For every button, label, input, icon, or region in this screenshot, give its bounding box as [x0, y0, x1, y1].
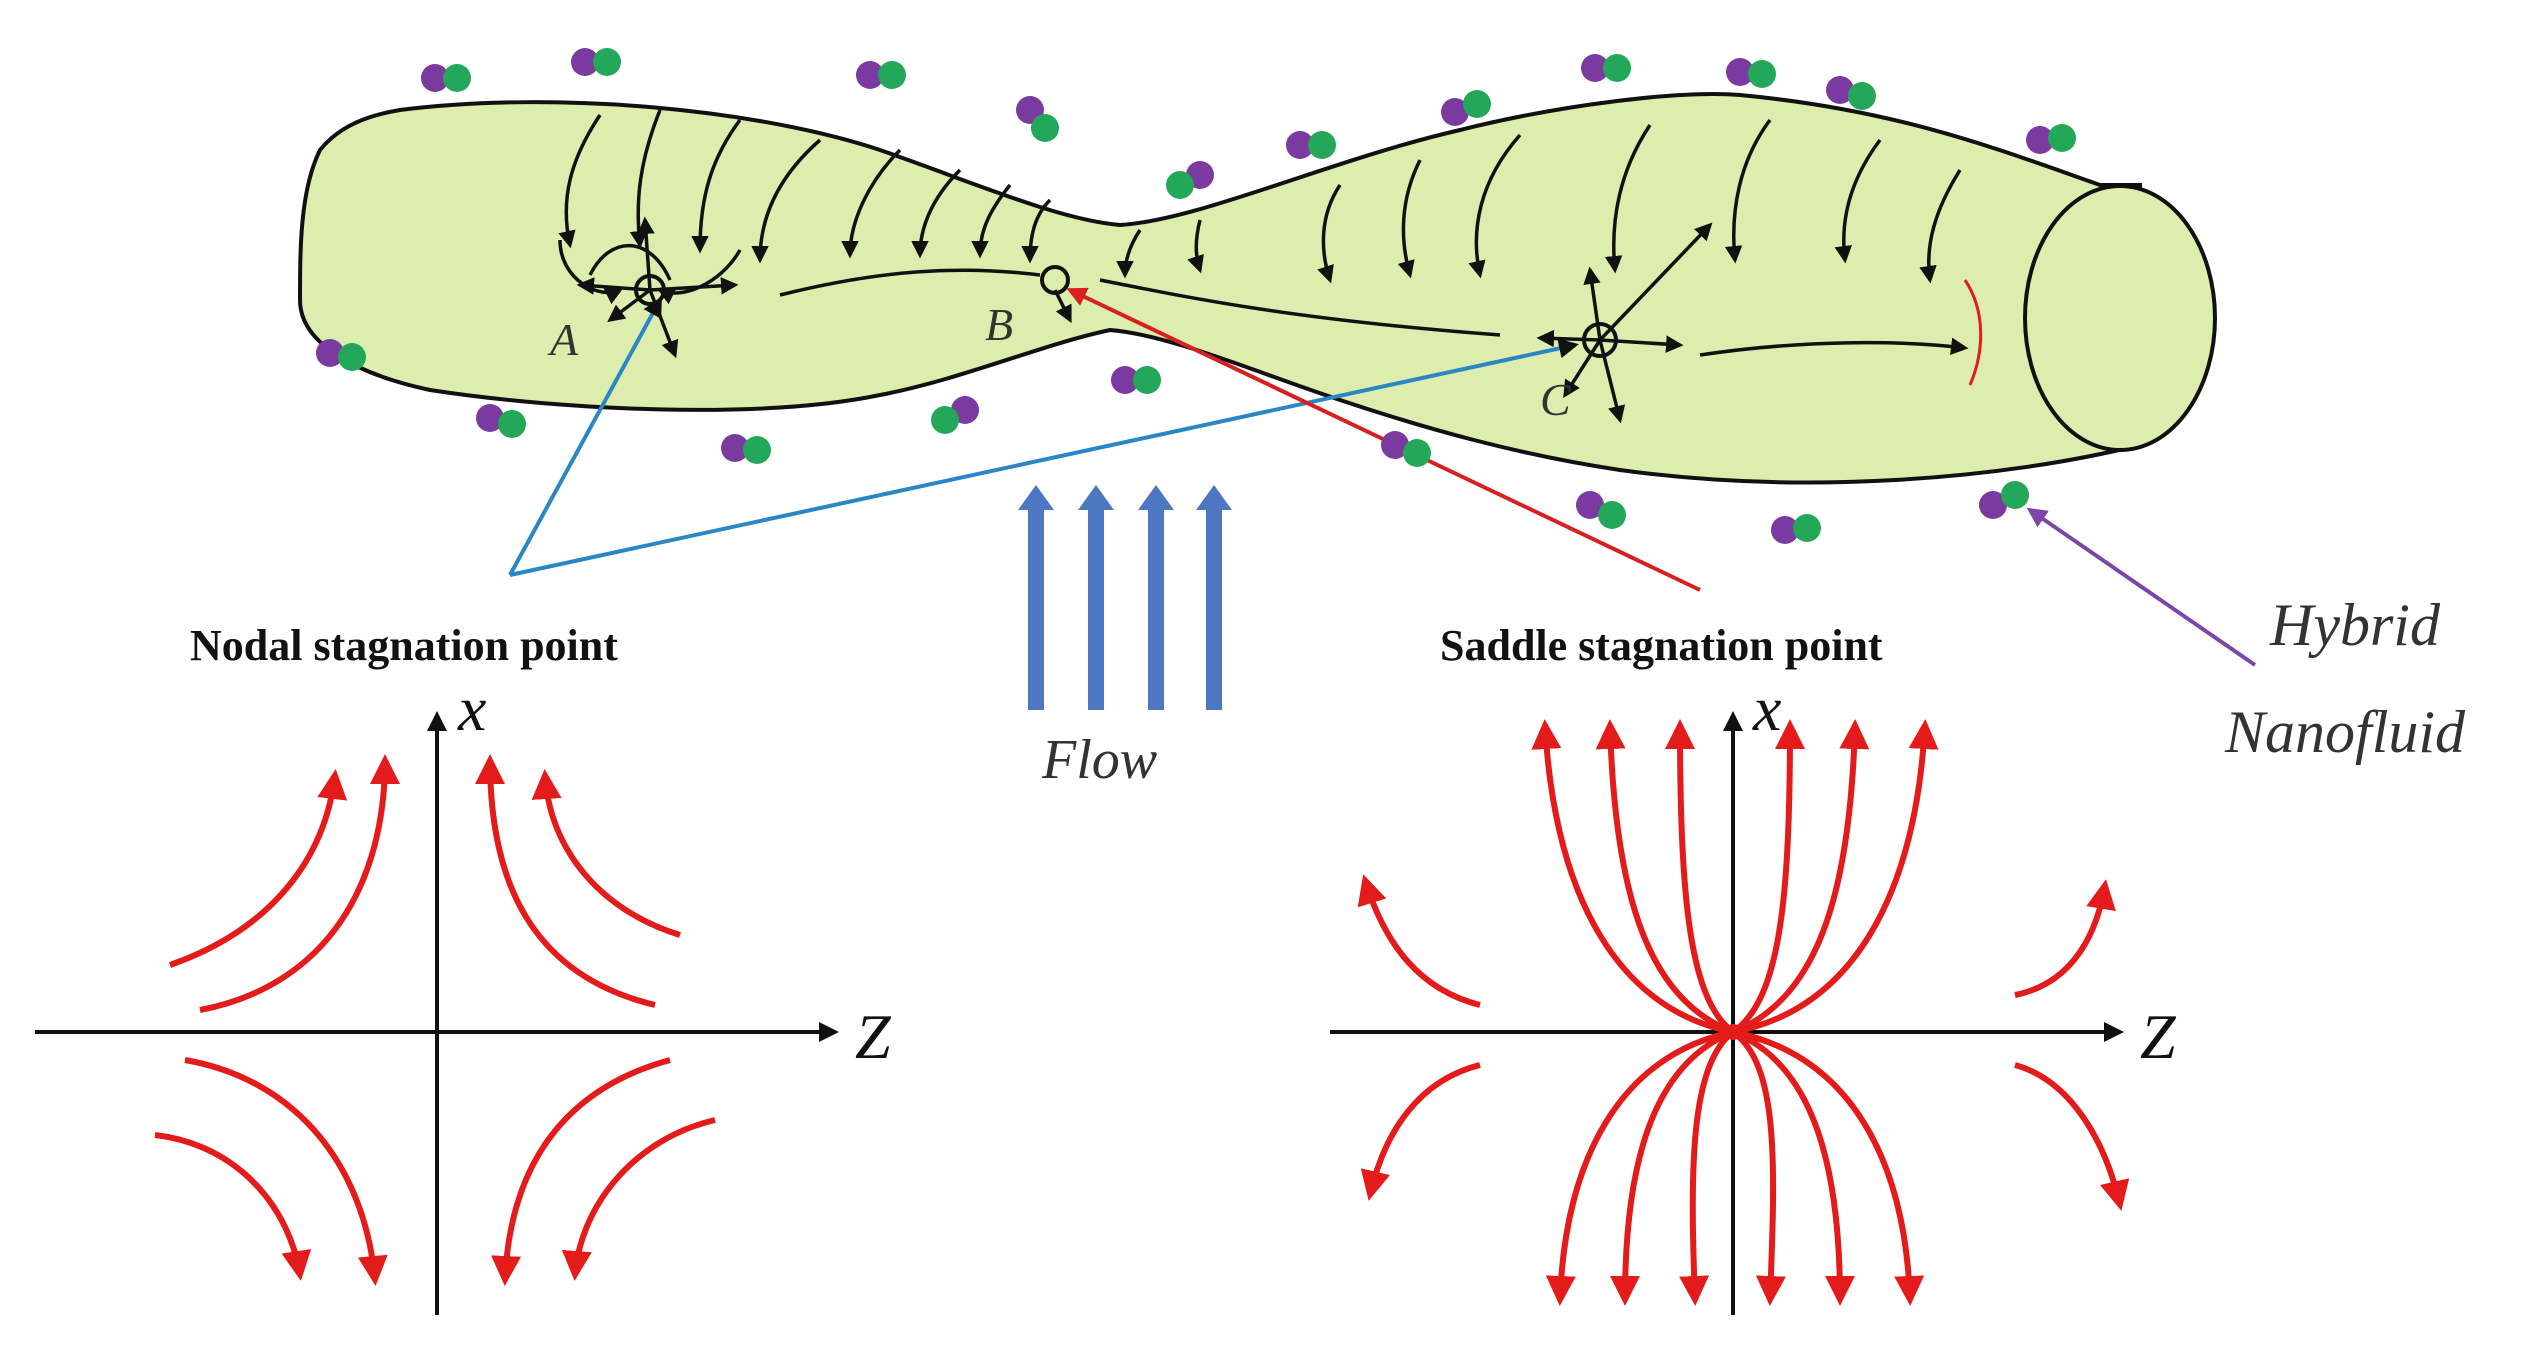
end-face-red-arc	[1963, 279, 1983, 386]
nanoparticle-pair-icon	[1979, 481, 2029, 519]
flow-arrow	[1078, 485, 1114, 710]
streamline	[1397, 159, 1422, 279]
nanoparticle-pair-icon	[2026, 124, 2076, 154]
streamline	[911, 168, 962, 259]
nanoparticle-pair-icon	[1726, 58, 1776, 88]
streamline	[1724, 118, 1772, 264]
nanoparticle-pair-icon	[1016, 96, 1059, 142]
saddle-streamline	[2014, 1062, 2130, 1211]
point-b-marker	[1040, 265, 1072, 324]
nodal-title: Nodal stagnation point	[190, 621, 618, 670]
nodal-streamline	[184, 1057, 388, 1286]
nanoparticle-pair-icon	[421, 64, 471, 92]
streamline	[1834, 138, 1882, 264]
saddle-streamline	[1665, 719, 1735, 1035]
nodal-pointers	[508, 296, 1579, 577]
nanoparticle-pair-icon	[476, 404, 526, 438]
saddle-z-axis-label: Z	[2140, 1001, 2177, 1072]
flow-arrow	[1018, 485, 1054, 710]
nanoparticle-pair-icon	[1111, 366, 1161, 394]
flow-arrows	[1018, 485, 1232, 710]
nodal-streamline	[154, 1132, 312, 1281]
flow-arrow	[1138, 485, 1174, 710]
nanoparticle-pair-icon	[1166, 161, 1214, 199]
nanofluid-pointer	[2026, 507, 2257, 667]
saddle-streamline	[1610, 1029, 1735, 1306]
saddle-streamline	[1545, 1029, 1734, 1306]
streamline	[1187, 219, 1204, 274]
streamline	[1021, 198, 1052, 264]
nodal-streamline	[169, 769, 348, 968]
nanoparticle-pair-icon	[856, 61, 906, 89]
streamline	[1099, 278, 1501, 337]
nanoparticles	[316, 48, 2076, 544]
saddle-plot: x Z	[1330, 673, 2177, 1315]
saddle-x-axis-label: x	[1752, 673, 1781, 744]
saddle-streamline	[1731, 719, 1805, 1035]
nanoparticle-pair-icon	[571, 48, 621, 76]
streamline	[1317, 184, 1342, 284]
nodal-streamline	[561, 1117, 716, 1281]
nanoparticle-pair-icon	[316, 339, 366, 371]
flow-arrow	[1196, 485, 1232, 710]
cylinder-body	[297, 92, 2142, 485]
nodal-streamline	[531, 769, 681, 938]
saddle-streamline	[1360, 1062, 1481, 1201]
nodal-z-axis-label: Z	[855, 1001, 892, 1072]
nodal-plot: x Z	[35, 673, 892, 1315]
point-b-label: B	[985, 299, 1013, 350]
hybrid-label: Hybrid	[2269, 592, 2441, 658]
nanoparticle-pair-icon	[721, 434, 771, 464]
saddle-streamline	[1357, 874, 1481, 1008]
nodal-streamline	[199, 754, 400, 1013]
cylinder-end-face	[2023, 184, 2217, 452]
saddle-streamline	[1679, 1029, 1735, 1306]
body-streamlines	[558, 109, 1969, 357]
nanoparticle-pair-icon	[1771, 514, 1821, 544]
nanoparticle-pair-icon	[931, 396, 979, 434]
point-a-label: A	[547, 314, 579, 365]
point-c-marker	[1536, 222, 1713, 424]
saddle-streamline	[1731, 1029, 1855, 1306]
streamline	[1699, 337, 1969, 357]
saddle-streamline	[1595, 719, 1735, 1035]
streamline	[1604, 124, 1652, 274]
nodal-streamline	[475, 754, 656, 1008]
saddle-streamline	[1732, 1029, 1925, 1306]
saddle-streamline	[1731, 1029, 1786, 1306]
streamline	[841, 148, 902, 259]
saddle-origin	[1725, 1024, 1741, 1040]
nanoparticle-pair-icon	[1286, 131, 1336, 159]
saddle-streamline	[1531, 719, 1734, 1035]
streamline	[751, 138, 822, 264]
nanoparticle-pair-icon	[1381, 431, 1431, 467]
nodal-streamline	[491, 1057, 671, 1286]
pointer-to-c	[509, 338, 1579, 577]
streamline	[1116, 229, 1142, 279]
saddle-streamline	[2014, 879, 2116, 998]
saddle-title: Saddle stagnation point	[1440, 621, 1883, 670]
stretching-cylinder	[297, 92, 2217, 485]
streamline	[588, 243, 672, 281]
streamline	[1919, 169, 1962, 284]
streamline	[558, 114, 602, 249]
streamline	[1468, 133, 1522, 279]
nanoparticle-pair-icon	[1441, 90, 1491, 126]
streamline	[779, 268, 1041, 297]
pointer-to-a	[508, 296, 662, 576]
nanoparticle-pair-icon	[1581, 54, 1631, 82]
flow-label: Flow	[1041, 729, 1157, 791]
nanoparticle-pair-icon	[1826, 76, 1876, 110]
point-a-marker	[576, 216, 739, 359]
streamline	[691, 118, 742, 254]
saddle-streamline	[1732, 719, 1939, 1035]
saddle-streamline	[1731, 719, 1870, 1035]
nodal-x-axis-label: x	[457, 673, 486, 744]
streamline	[971, 183, 1012, 259]
nanofluid-label: Nanofluid	[2224, 699, 2466, 765]
nanoparticle-pair-icon	[1576, 491, 1626, 529]
point-c-label: C	[1540, 374, 1572, 425]
